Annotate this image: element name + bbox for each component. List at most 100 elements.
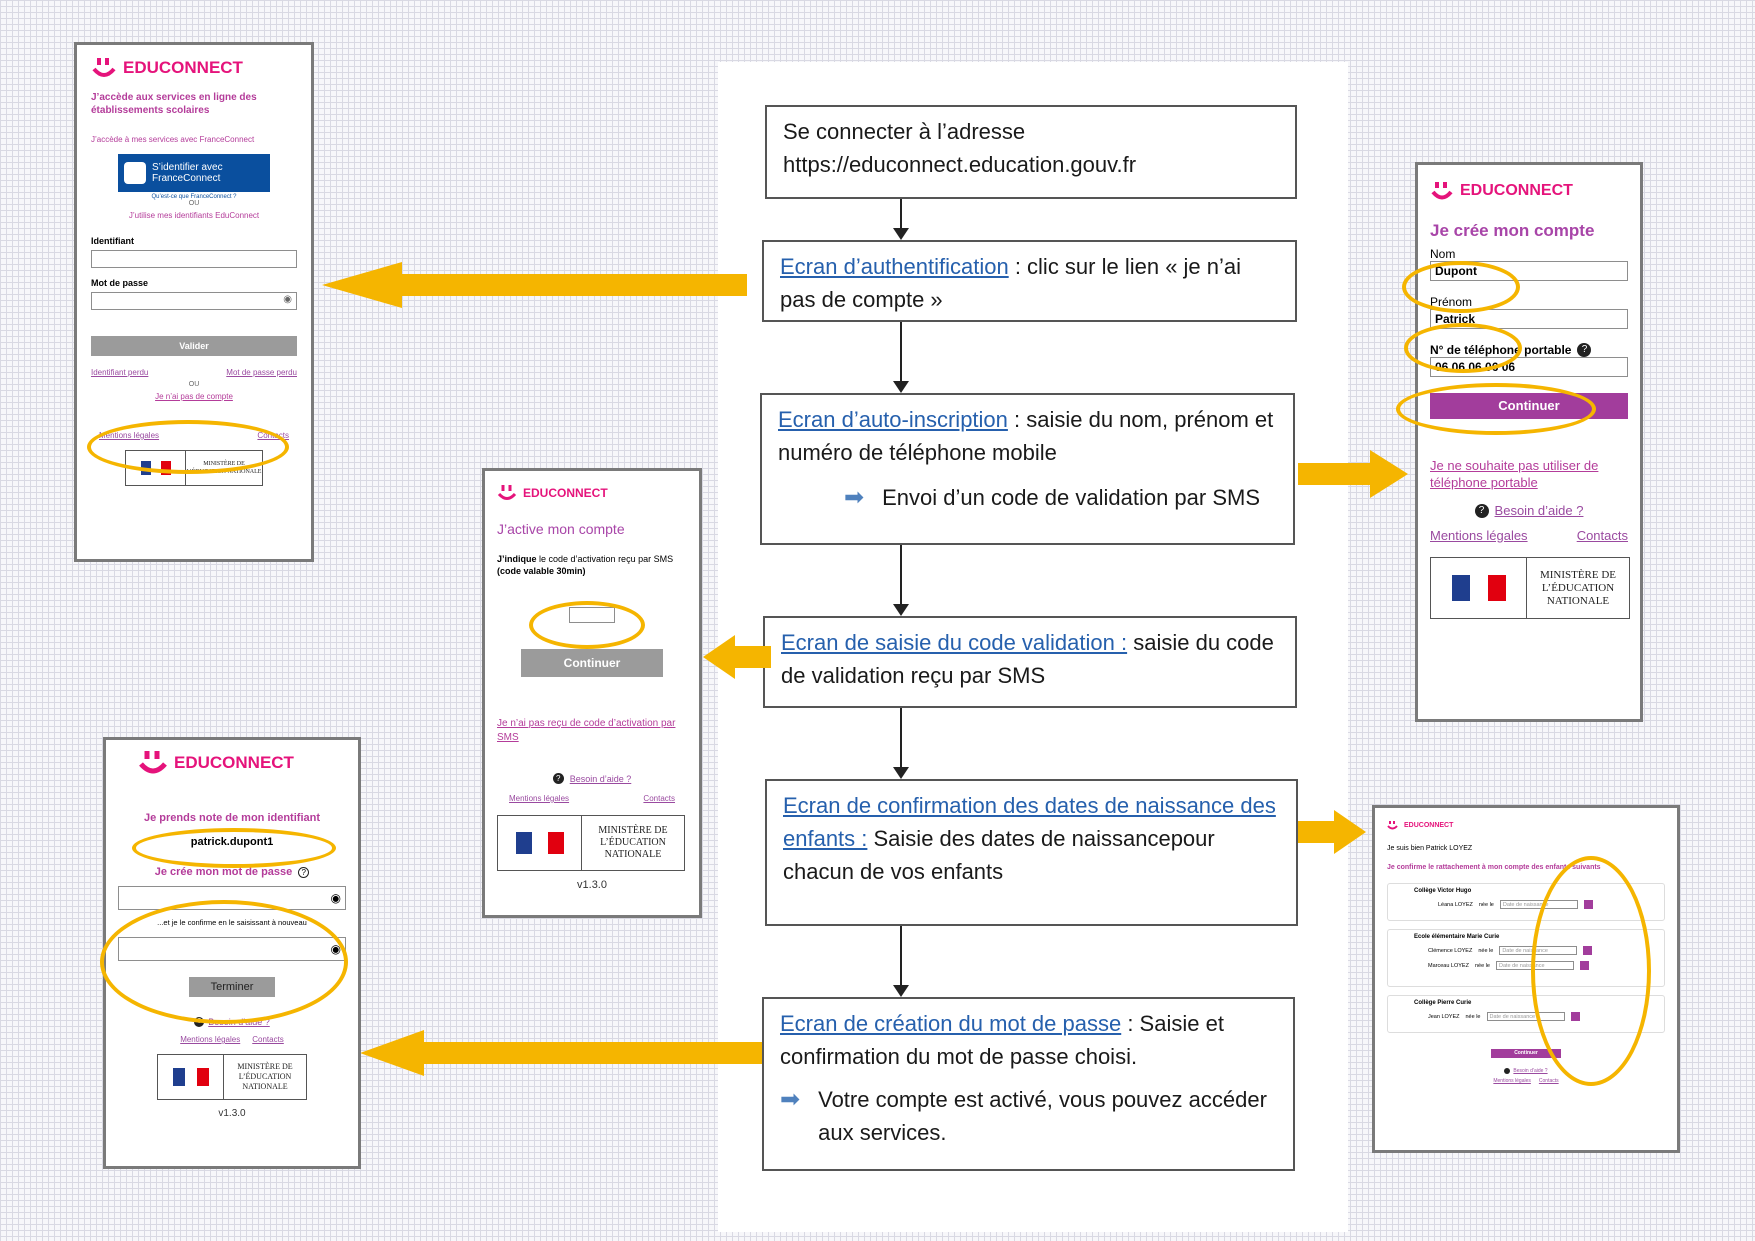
step-saisie-code-text: saisie du code de validation reçu par SM… [781, 630, 1274, 688]
ministry-text: MINISTÈRE DE L’ÉDUCATION NATIONALE [1539, 568, 1617, 607]
activate-instructions: J’indique le code d’activation reçu par … [497, 553, 687, 577]
eye-icon[interactable]: ◉ [330, 891, 341, 905]
child-born: née le [1474, 962, 1490, 969]
step-saisie-code-link[interactable]: Ecran de saisie du code validation : [781, 630, 1128, 655]
ministry-text: MINISTÈRE DE L’ÉDUCATION NATIONALE [598, 825, 668, 860]
help-icon[interactable]: ? [1577, 343, 1592, 357]
highlight-ring [87, 420, 289, 474]
connector-line [900, 199, 902, 229]
brand-name: EDUCONNECT [523, 486, 608, 500]
help-icon[interactable]: ? [298, 866, 310, 878]
eye-icon[interactable]: ◉ [283, 294, 292, 305]
auth-tagline: J’accède aux services en ligne des établ… [91, 92, 257, 116]
mentions-legales-link[interactable]: Mentions légales [180, 1035, 241, 1044]
highlight-ring [1396, 383, 1596, 435]
step-auto-inscription-sub: Envoi d’un code de validation par SMS [882, 485, 1261, 510]
ministry-text: MINISTÈRE DE L’ÉDUCATION NATIONALE [237, 1062, 293, 1091]
children-screen: EDUCONNECT Je suis bien Patrick LOYEZ Je… [1372, 805, 1680, 1153]
password-title: Je prends note de mon identifiant [143, 812, 321, 824]
school-name: Ecole élémentaire Marie Curie [1414, 934, 1500, 940]
identifiant-perdu-link[interactable]: Identifiant perdu [91, 368, 149, 377]
step-mot-de-passe-link[interactable]: Ecran de création du mot de passe [780, 1011, 1122, 1036]
step-saisie-code: Ecran de saisie du code validation : sai… [763, 616, 1297, 708]
right-arrow-icon: ➡ [844, 484, 865, 511]
children-confirm: Je confirme le rattachement à mon compte… [1387, 864, 1601, 871]
connector-line [900, 545, 902, 605]
step-dates-naissance-link[interactable]: Ecran de confirmation des dates de naiss… [783, 793, 1276, 851]
step-authentification: Ecran d’authentification : clic sur le l… [762, 240, 1297, 322]
child-name: Léana LOYEZ [1438, 901, 1473, 908]
connector-line [900, 708, 902, 768]
connector-line [900, 926, 902, 986]
highlight-ring [100, 900, 348, 1024]
activate-instr-bold: J’indique [497, 554, 537, 564]
contacts-link[interactable]: Contacts [252, 1035, 284, 1044]
mentions-legales-link[interactable]: Mentions légales [1430, 528, 1528, 543]
create-pwd-label: Je crée mon mot de passe [154, 866, 293, 878]
right-arrow-to-create-screen [1298, 450, 1408, 498]
educonnect-logo: EDUCONNECT [118, 748, 346, 778]
mentions-legales-link[interactable]: Mentions légales [509, 794, 570, 803]
no-account-link[interactable]: Je n’ai pas de compte [155, 392, 233, 401]
no-phone-link[interactable]: Je ne souhaite pas utiliser de téléphone… [1430, 458, 1599, 490]
connector-arrowhead [893, 381, 909, 393]
educonnect-logo: EDUCONNECT [1430, 179, 1628, 203]
besoin-aide-link[interactable]: Besoin d’aide ? [569, 773, 632, 784]
child-name: Clémence LOYEZ [1428, 947, 1473, 954]
not-received-link[interactable]: Je n’ai pas reçu de code d’activation pa… [497, 718, 676, 743]
school-name: Collège Pierre Curie [1414, 1000, 1472, 1006]
connector-arrowhead [893, 604, 909, 616]
highlight-ring [1402, 261, 1520, 313]
educonnect-logo: EDUCONNECT [497, 483, 687, 503]
continuer-button[interactable]: Continuer [1491, 1049, 1561, 1058]
contacts-link[interactable]: Contacts [1576, 528, 1628, 543]
step-mot-de-passe-sub: Votre compte est activé, vous pouvez acc… [818, 1087, 1267, 1145]
continuer-button[interactable]: Continuer [521, 649, 663, 677]
school-name: Collège Victor Hugo [1414, 888, 1472, 894]
child-born: née le [1478, 947, 1494, 954]
step-auto-inscription-link[interactable]: Ecran d’auto-inscription [778, 407, 1008, 432]
mot-de-passe-label: Mot de passe [91, 278, 149, 288]
left-arrow-to-password-screen [360, 1030, 762, 1076]
connector-arrowhead [893, 985, 909, 997]
educonnect-logo-icon [1431, 182, 1453, 200]
nom-label: Nom [1430, 247, 1456, 261]
educonnect-logo: EDUCONNECT [91, 55, 297, 81]
mot-de-passe-input[interactable]: ◉ [91, 292, 297, 310]
brand-name: EDUCONNECT [174, 753, 294, 772]
child-name: Jean LOYEZ [1428, 1013, 1460, 1020]
contacts-link[interactable]: Contacts [643, 794, 675, 803]
activate-screen: EDUCONNECT J’active mon compte J’indique… [482, 468, 702, 918]
step-connect-line1: Se connecter à l’adresse [783, 119, 1026, 144]
ministry-logo: MINISTÈRE DE L’ÉDUCATION NATIONALE [497, 815, 685, 871]
franceconnect-button[interactable]: S’identifier avec FranceConnect [118, 154, 270, 192]
brand-name: EDUCONNECT [1404, 822, 1454, 829]
besoin-aide-link[interactable]: Besoin d’aide ? [1494, 503, 1584, 518]
fc-what-link[interactable]: Qu’est-ce que FranceConnect ? [151, 194, 237, 200]
children-hello: Je suis bien Patrick LOYEZ [1387, 845, 1473, 852]
identifiant-input[interactable] [91, 250, 297, 268]
highlight-ring [1404, 323, 1522, 373]
highlight-ring [132, 828, 336, 868]
auth-screen: EDUCONNECT J’accède aux services en lign… [74, 42, 314, 562]
identifiant-label: Identifiant [91, 236, 134, 246]
right-arrow-to-children-screen [1298, 810, 1366, 854]
besoin-aide-link[interactable]: Besoin d’aide ? [1513, 1068, 1548, 1074]
or-separator-2: OU [188, 381, 200, 388]
brand-name: EDUCONNECT [1460, 182, 1573, 199]
step-dates-naissance-text: Saisie des dates de naissancepour chacun… [783, 826, 1215, 884]
french-flag-icon [515, 832, 564, 854]
contacts-link[interactable]: Contacts [1538, 1078, 1559, 1084]
valider-button[interactable]: Valider [91, 336, 297, 356]
highlight-ring [529, 601, 645, 649]
mot-de-passe-perdu-link[interactable]: Mot de passe perdu [226, 368, 297, 377]
brand-name: EDUCONNECT [123, 58, 243, 77]
activate-instr: le code d’activation reçu par SMS [536, 554, 674, 564]
connector-line [900, 322, 902, 382]
educonnect-logo: EDUCONNECT [1387, 820, 1665, 831]
password-screen: EDUCONNECT Je prends note de mon identif… [100, 737, 361, 1169]
step-authentification-link[interactable]: Ecran d’authentification [780, 254, 1009, 279]
connector-arrowhead [893, 228, 909, 240]
mentions-legales-link[interactable]: Mentions légales [1493, 1078, 1531, 1084]
step-auto-inscription: Ecran d’auto-inscription : saisie du nom… [760, 393, 1295, 545]
